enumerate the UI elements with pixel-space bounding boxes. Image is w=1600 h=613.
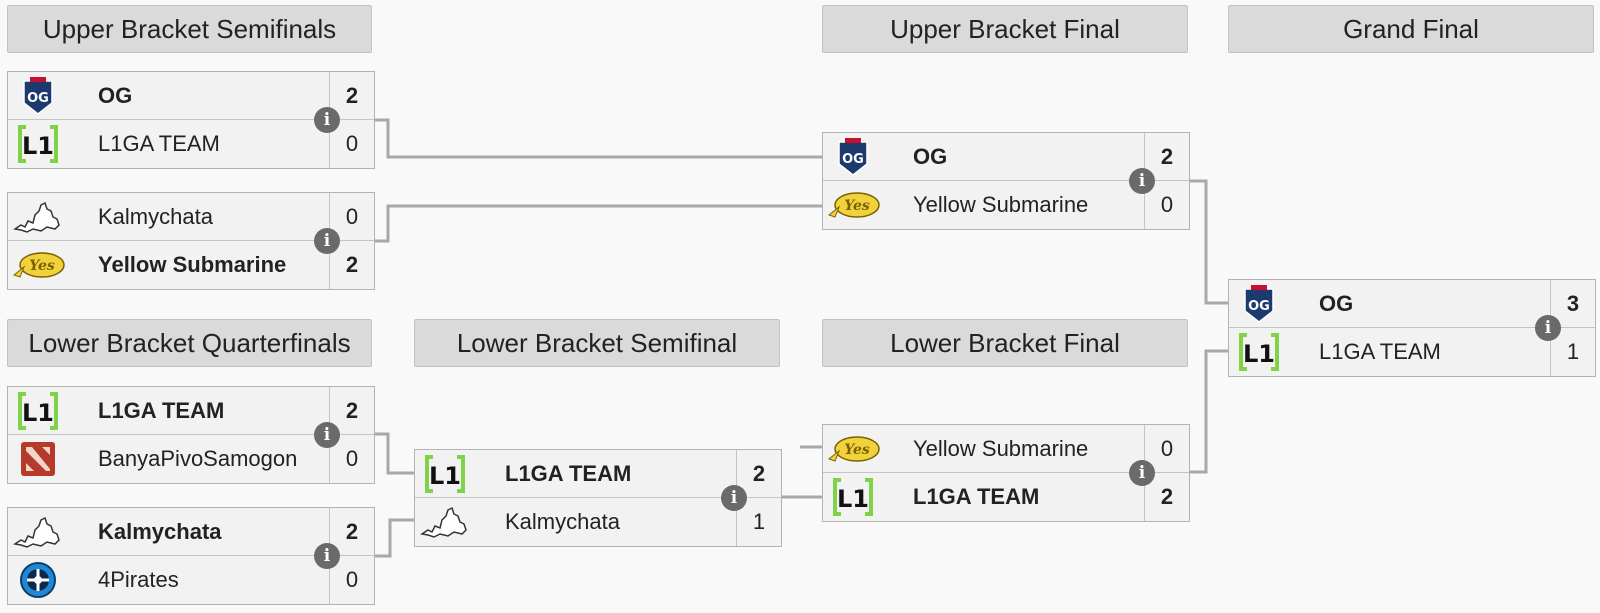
team-row[interactable]: OG OG 2: [823, 133, 1189, 181]
match-upper-semifinal-1: OG OG 2 L1 L1GA TEAM 0 i: [7, 71, 375, 169]
team-name: L1GA TEAM: [98, 131, 220, 156]
team-row[interactable]: Kalmychata 0: [8, 193, 374, 241]
match-lower-quarterfinal-2: Kalmychata 2 4Pirates 0 i: [7, 507, 375, 605]
team-name: Yellow Submarine: [98, 252, 287, 277]
match-lower-final: Yes Yellow Submarine 0 L1 L1GA TEAM 2 i: [822, 424, 1190, 522]
team-name: Kalmychata: [505, 509, 620, 534]
team-score: 2: [736, 450, 781, 497]
team-name: Kalmychata: [98, 203, 213, 229]
svg-text:OG: OG: [27, 91, 49, 106]
team-score: 0: [329, 435, 374, 483]
team-score: 1: [736, 498, 781, 546]
match-info-icon[interactable]: i: [1129, 460, 1155, 486]
match-info-icon[interactable]: i: [1535, 315, 1561, 341]
round-header-upper-semifinals: Upper Bracket Semifinals: [7, 5, 372, 53]
team-score: 2: [1144, 133, 1189, 180]
round-header-lower-semifinal: Lower Bracket Semifinal: [414, 319, 780, 367]
team-score: 0: [329, 193, 374, 240]
svg-text:L1: L1: [1243, 340, 1275, 368]
round-header-upper-final: Upper Bracket Final: [822, 5, 1188, 53]
round-header-grand-final: Grand Final: [1228, 5, 1594, 53]
svg-text:OG: OG: [1248, 299, 1270, 314]
team-name: L1GA TEAM: [505, 460, 632, 486]
team-score: 3: [1550, 280, 1595, 327]
team-row[interactable]: 4Pirates 0: [8, 556, 374, 604]
dota-logo-icon: [8, 435, 68, 483]
yellow-submarine-logo-icon: Yes: [823, 181, 883, 229]
team-name: BanyaPivoSamogon: [98, 446, 298, 471]
team-row[interactable]: L1 L1GA TEAM 1: [1229, 328, 1595, 376]
team-score: 2: [329, 241, 374, 289]
kalmychata-logo-icon: [415, 498, 475, 546]
4pirates-logo-icon: [8, 556, 68, 604]
kalmychata-logo-icon: [8, 508, 68, 556]
team-name: L1GA TEAM: [913, 484, 1040, 509]
svg-text:Yes: Yes: [29, 258, 55, 274]
og-logo-icon: OG: [823, 133, 883, 181]
match-lower-quarterfinal-1: L1 L1GA TEAM 2 BanyaPivoSamogon 0 i: [7, 386, 375, 484]
l1ga-logo-icon: L1: [8, 387, 68, 435]
team-score: 2: [329, 387, 374, 434]
og-logo-icon: OG: [1229, 280, 1289, 328]
team-name: 4Pirates: [98, 567, 179, 592]
svg-text:Yes: Yes: [844, 198, 870, 214]
team-score: 0: [1144, 181, 1189, 229]
team-row[interactable]: Yes Yellow Submarine 0: [823, 181, 1189, 229]
yellow-submarine-logo-icon: Yes: [823, 425, 883, 473]
team-score: 0: [329, 120, 374, 168]
team-row[interactable]: OG OG 3: [1229, 280, 1595, 328]
match-info-icon[interactable]: i: [314, 228, 340, 254]
svg-text:L1: L1: [22, 132, 54, 160]
team-name: L1GA TEAM: [1319, 339, 1441, 364]
l1ga-logo-icon: L1: [1229, 328, 1289, 376]
team-row[interactable]: L1 L1GA TEAM 2: [823, 473, 1189, 521]
kalmychata-logo-icon: [8, 193, 68, 241]
team-row[interactable]: L1 L1GA TEAM 0: [8, 120, 374, 168]
team-name: Yellow Submarine: [913, 192, 1089, 217]
team-row[interactable]: Kalmychata 2: [8, 508, 374, 556]
team-row[interactable]: Yes Yellow Submarine 0: [823, 425, 1189, 473]
team-row[interactable]: Yes Yellow Submarine 2: [8, 241, 374, 289]
l1ga-logo-icon: L1: [8, 120, 68, 168]
team-row[interactable]: OG OG 2: [8, 72, 374, 120]
match-info-icon[interactable]: i: [314, 422, 340, 448]
team-row[interactable]: L1 L1GA TEAM 2: [415, 450, 781, 498]
match-info-icon[interactable]: i: [1129, 168, 1155, 194]
team-name: Yellow Submarine: [913, 435, 1089, 461]
team-score: 0: [329, 556, 374, 604]
team-row[interactable]: Kalmychata 1: [415, 498, 781, 546]
team-score: 2: [1144, 473, 1189, 521]
round-header-lower-quarterfinals: Lower Bracket Quarterfinals: [7, 319, 372, 367]
match-upper-final: OG OG 2 Yes Yellow Submarine 0 i: [822, 132, 1190, 230]
yellow-submarine-logo-icon: Yes: [8, 241, 68, 289]
team-name: OG: [98, 82, 133, 108]
round-header-lower-final: Lower Bracket Final: [822, 319, 1188, 367]
match-info-icon[interactable]: i: [314, 107, 340, 133]
team-name: OG: [1319, 290, 1354, 316]
svg-text:OG: OG: [842, 152, 864, 167]
team-score: 1: [1550, 328, 1595, 376]
match-info-icon[interactable]: i: [314, 543, 340, 569]
svg-text:Yes: Yes: [844, 442, 870, 458]
svg-text:L1: L1: [837, 485, 869, 513]
team-name: Kalmychata: [98, 518, 222, 544]
l1ga-logo-icon: L1: [415, 450, 475, 498]
match-info-icon[interactable]: i: [721, 485, 747, 511]
match-grand-final: OG OG 3 L1 L1GA TEAM 1 i: [1228, 279, 1596, 377]
team-score: 2: [329, 508, 374, 555]
team-score: 0: [1144, 425, 1189, 472]
l1ga-logo-icon: L1: [823, 473, 883, 521]
team-name: L1GA TEAM: [98, 397, 225, 423]
team-score: 2: [329, 72, 374, 119]
match-lower-semifinal: L1 L1GA TEAM 2 Kalmychata 1 i: [414, 449, 782, 547]
og-logo-icon: OG: [8, 72, 68, 120]
team-row[interactable]: L1 L1GA TEAM 2: [8, 387, 374, 435]
match-upper-semifinal-2: Kalmychata 0 Yes Yellow Submarine 2 i: [7, 192, 375, 290]
team-row[interactable]: BanyaPivoSamogon 0: [8, 435, 374, 483]
team-name: OG: [913, 143, 948, 169]
svg-text:L1: L1: [429, 462, 461, 490]
svg-text:L1: L1: [22, 399, 54, 427]
